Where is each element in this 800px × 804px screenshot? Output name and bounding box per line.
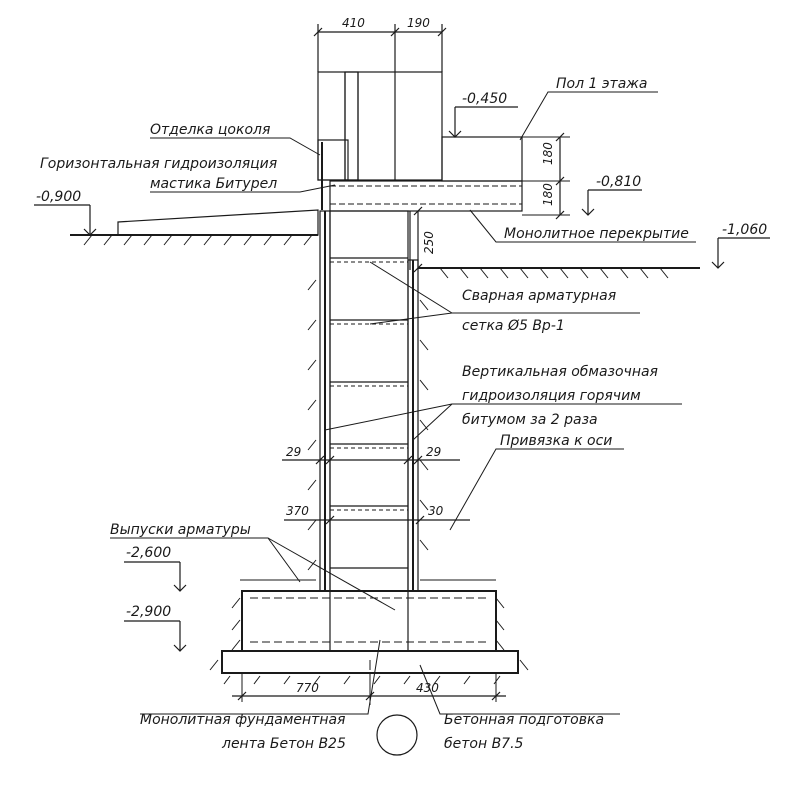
- label-vert-waterproof-2: гидроизоляция горячим: [462, 388, 641, 404]
- soil-bottom: [223, 675, 501, 685]
- upper-wall: [317, 71, 443, 181]
- level-footing-top-value: -2,600: [126, 545, 171, 561]
- foundation-wall: [329, 210, 409, 592]
- vertical-waterproofing: [319, 210, 419, 592]
- label-strip-footing-1: Монолитная фундаментная: [140, 712, 345, 728]
- level-slab-value: -0,810: [596, 174, 641, 190]
- dim-770: 770: [296, 681, 319, 695]
- slab-dimensions: [522, 132, 570, 220]
- level-mark-floor: [448, 106, 518, 138]
- label-welded-mesh-2: сетка Ø5 Вр-1: [462, 318, 565, 334]
- leader-slab: [469, 209, 696, 243]
- soil-edge-right: [419, 299, 529, 671]
- inner-ground: [418, 267, 700, 279]
- label-concrete-prep-1: Бетонная подготовка: [444, 712, 604, 728]
- level-plinth-value: -0,900: [36, 189, 81, 205]
- dim-30: 30: [428, 504, 444, 518]
- outer-ground: [70, 209, 319, 246]
- level-mark-slab: [581, 189, 642, 216]
- leader-horiz-waterproof: [150, 184, 336, 193]
- label-vert-waterproof-3: битумом за 2 раза: [462, 412, 598, 428]
- level-floor-value: -0,450: [462, 91, 507, 107]
- strip-footing: [241, 590, 497, 652]
- level-mark-footing-top: [124, 561, 187, 592]
- label-plinth-finish: Отделка цоколя: [150, 122, 270, 138]
- bottom-dimensions: [232, 673, 506, 702]
- label-horiz-waterproof-1: Горизонтальная гидроизоляция: [40, 156, 277, 172]
- dim-190: 190: [407, 16, 430, 30]
- soil-edge-left: [209, 279, 317, 671]
- level-footing-bottom-value: -2,900: [126, 604, 171, 620]
- label-strip-footing-2: лента Бетон В25: [221, 736, 346, 752]
- label-horiz-waterproof-2: мастика Битурел: [150, 176, 277, 192]
- leader-strip-footing: [140, 639, 381, 715]
- label-concrete-prep-2: бетон В7.5: [444, 736, 524, 752]
- leader-floor: [519, 91, 658, 141]
- level-mark-footing-bottom: [124, 620, 187, 652]
- level-mark-plinth: [34, 204, 97, 236]
- dim-180-upper: 180: [541, 142, 555, 165]
- leader-plinth-finish: [150, 137, 321, 156]
- label-vert-waterproof-1: Вертикальная обмазочная: [462, 364, 658, 380]
- wall-250-dimension: [413, 206, 423, 273]
- floor-finish: [441, 136, 523, 182]
- dim-29-right: 29: [426, 445, 441, 459]
- side-29-dimensions: [282, 455, 460, 465]
- monolithic-slab: [329, 180, 523, 212]
- label-rebar-outlets: Выпуски арматуры: [110, 522, 251, 538]
- dim-29-left: 29: [286, 445, 301, 459]
- label-floor: Пол 1 этажа: [556, 76, 647, 92]
- plinth-finish: [317, 139, 349, 210]
- dim-370-30-line: [284, 515, 470, 525]
- leader-axis: [449, 448, 624, 531]
- level-inner-value: -1,060: [722, 222, 767, 238]
- leader-concrete-prep: [419, 664, 620, 715]
- dim-180-lower: 180: [541, 183, 555, 206]
- top-dimensions: [313, 24, 447, 72]
- dim-430: 430: [416, 681, 439, 695]
- dim-250: 250: [422, 231, 436, 254]
- label-axis-reference: Привязка к оси: [500, 433, 612, 449]
- dim-410: 410: [342, 16, 365, 30]
- axis-marker: [369, 660, 418, 756]
- label-welded-mesh-1: Сварная арматурная: [462, 288, 616, 304]
- label-monolithic-slab: Монолитное перекрытие: [504, 226, 689, 242]
- dim-370: 370: [286, 504, 309, 518]
- level-mark-inner: [711, 237, 770, 269]
